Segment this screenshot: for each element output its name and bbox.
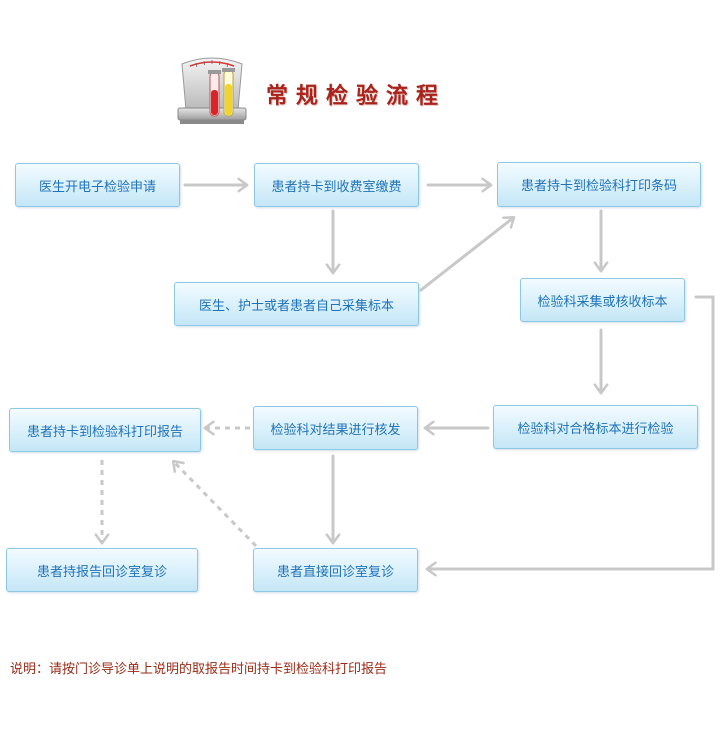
step-doctor-request: 医生开电子检验申请	[15, 163, 180, 207]
arrow-lab-collect-to-direct-revisit	[425, 295, 715, 577]
step-self-collect: 医生、护士或者患者自己采集标本	[174, 282, 419, 326]
step-lab-review: 检验科对结果进行核发	[253, 406, 418, 450]
arrow-self-collect-to-barcode	[419, 215, 516, 292]
test-tube-rack-icon	[177, 57, 247, 124]
arrow-direct-revisit-to-print-report	[171, 459, 258, 548]
step-print-report: 患者持卡到检验科打印报告	[9, 408, 201, 452]
step-direct-revisit: 患者直接回诊室复诊	[253, 548, 418, 592]
step-lab-collect: 检验科采集或核收标本	[520, 278, 685, 322]
step-pay-fee: 患者持卡到收费室缴费	[254, 163, 419, 207]
step-print-barcode: 患者持卡到检验科打印条码	[497, 162, 701, 207]
page-title: 常规检验流程	[266, 83, 447, 109]
step-report-revisit: 患者持报告回诊室复诊	[6, 548, 198, 592]
step-lab-test: 检验科对合格标本进行检验	[493, 405, 698, 449]
footnote: 说明：请按门诊导诊单上说明的取报告时间持卡到检验科打印报告	[10, 662, 388, 677]
